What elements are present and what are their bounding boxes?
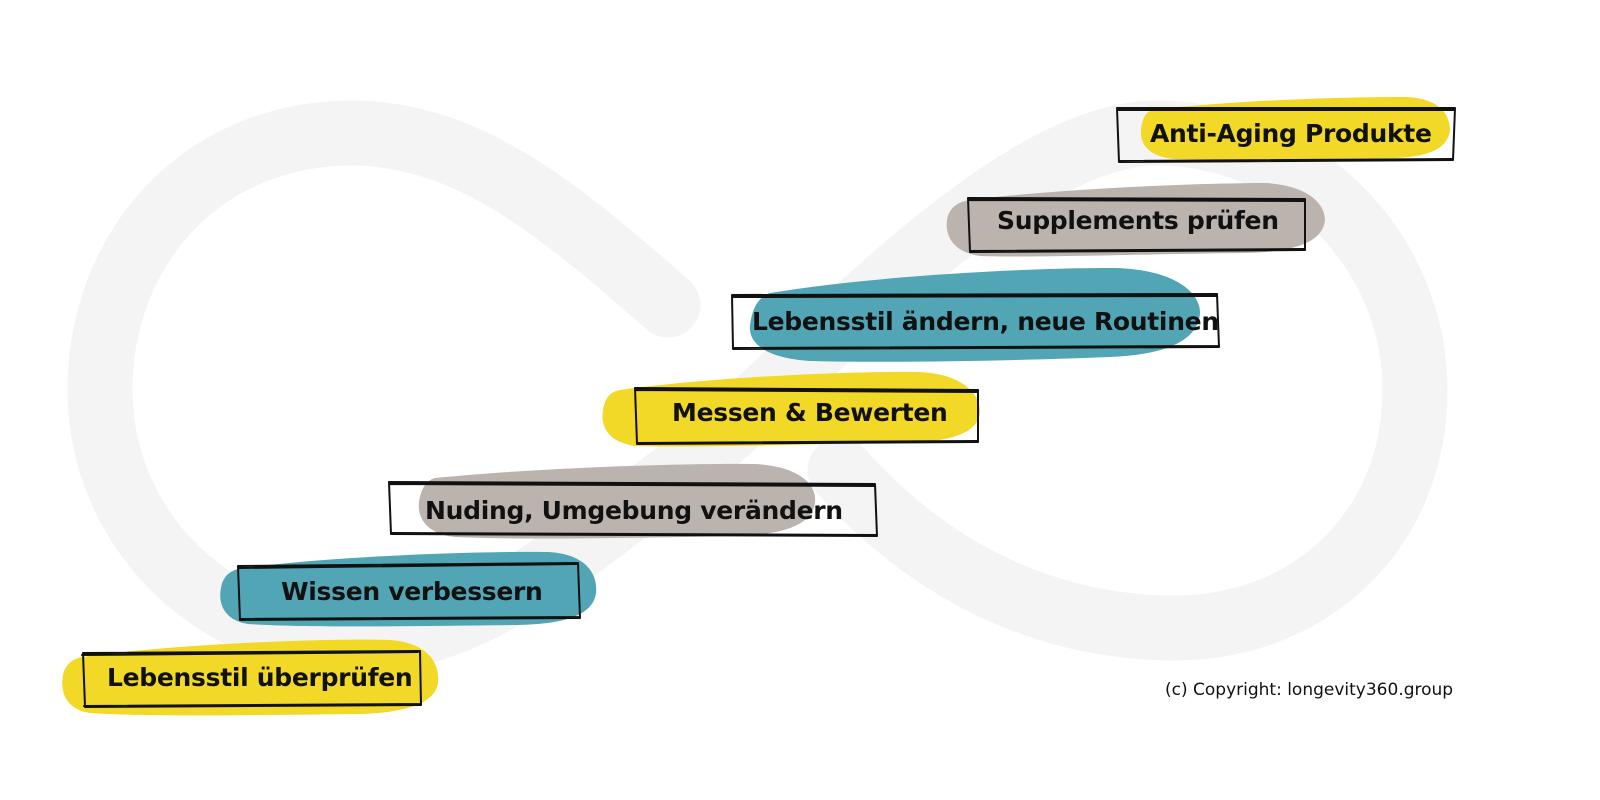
step-label: Anti-Aging Produkte [1150, 119, 1432, 148]
step-shape [602, 371, 980, 447]
highlight-blob [220, 551, 597, 627]
copyright-notice: (c) Copyright: longevity360.group [1165, 680, 1454, 700]
infinity-loop-right [635, 100, 1448, 661]
sketch-frame [967, 197, 1306, 253]
highlight-blob [62, 639, 439, 716]
step-lebensstil-ueberpruefen: Lebensstil überprüfen [60, 635, 440, 716]
step-label: Nuding, Umgebung verändern [425, 496, 843, 525]
sketch-frame [81, 650, 422, 708]
step-messen-bewerten: Messen & Bewerten [600, 368, 990, 453]
sketch-frame [731, 293, 1220, 350]
sketch-frame [1116, 107, 1456, 163]
step-label: Lebensstil überprüfen [107, 663, 413, 692]
step-label: Lebensstil ändern, neue Routinen [752, 307, 1219, 336]
step-supplements-pruefen: Supplements prüfen [945, 180, 1325, 265]
step-label: Messen & Bewerten [672, 398, 948, 427]
highlight-blob [749, 268, 1200, 362]
step-shape [731, 268, 1220, 362]
step-anti-aging-produkte: Anti-Aging Produkte [1115, 95, 1465, 170]
step-shape [220, 551, 597, 627]
step-label: Supplements prüfen [997, 206, 1279, 235]
step-shape [62, 639, 439, 716]
sketch-frame [388, 481, 878, 537]
step-label: Wissen verbessern [281, 577, 543, 606]
sketch-frame [237, 562, 581, 621]
step-shape [1116, 97, 1456, 163]
step-wissen-verbessern: Wissen verbessern [218, 548, 598, 628]
sketch-frame [634, 387, 979, 445]
step-shape [946, 183, 1325, 257]
step-lebensstil-aendern: Lebensstil ändern, neue Routinen [730, 265, 1230, 365]
step-shape [388, 463, 878, 539]
highlight-blob [1140, 97, 1450, 160]
step-nuding-umgebung: Nuding, Umgebung verändern [385, 460, 885, 545]
